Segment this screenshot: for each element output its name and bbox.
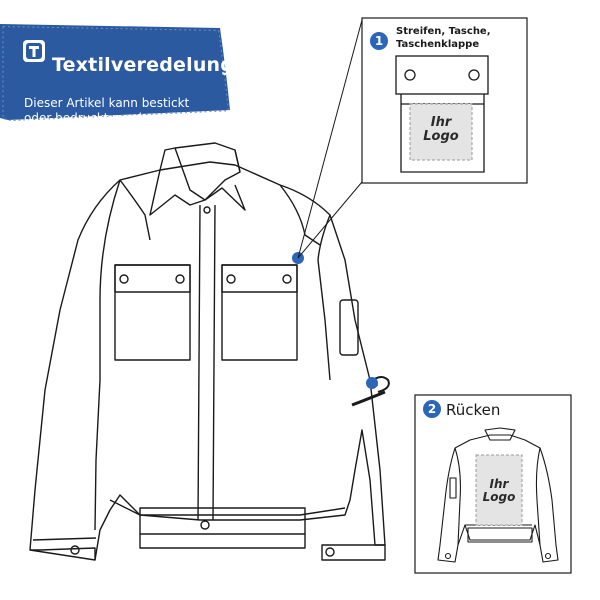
- shirt-t-logo-icon: [23, 40, 45, 62]
- banner-background: [0, 24, 230, 122]
- banner-title: Textilveredelung: [52, 54, 235, 76]
- logo-placeholder-front: Ihr Logo: [420, 116, 462, 143]
- rotate-arrow-icon: [351, 375, 390, 407]
- callout-box-back: [414, 394, 572, 574]
- banner-subtitle: Dieser Artikel kann bestickt oder bedruc…: [24, 96, 189, 126]
- banner-subtitle-line1: Dieser Artikel kann bestickt: [24, 96, 190, 110]
- logo-placeholder-back: Ihr Logo: [478, 478, 520, 503]
- logo-placement-area-back: [475, 454, 523, 526]
- callout-front-title-line2: Taschenklappe: [396, 39, 480, 50]
- callout-number-2: 2: [423, 400, 441, 418]
- textile-banner: Textilveredelung Dieser Artikel kann bes…: [0, 22, 236, 130]
- callout-front-title-line1: Streifen, Tasche,: [396, 26, 491, 37]
- callout-front-title: Streifen, Tasche, Taschenklappe: [396, 25, 516, 51]
- callout-number-1: 1: [370, 32, 388, 50]
- jacket-front-drawing: [29, 142, 386, 561]
- logo-back-line1: Ihr: [489, 477, 509, 491]
- logo-front-line1: Ihr: [430, 115, 452, 130]
- logo-front-line2: Logo: [423, 128, 459, 144]
- callout-box-front: [361, 17, 528, 184]
- callout-leader-line: [297, 19, 363, 259]
- callout-back-title: Rücken: [446, 401, 501, 419]
- callout-leader-line: [297, 181, 363, 259]
- banner-subtitle-line2: oder bedruckt werden.: [24, 111, 161, 125]
- logo-placement-area: [409, 103, 473, 161]
- logo-back-line2: Logo: [482, 489, 516, 504]
